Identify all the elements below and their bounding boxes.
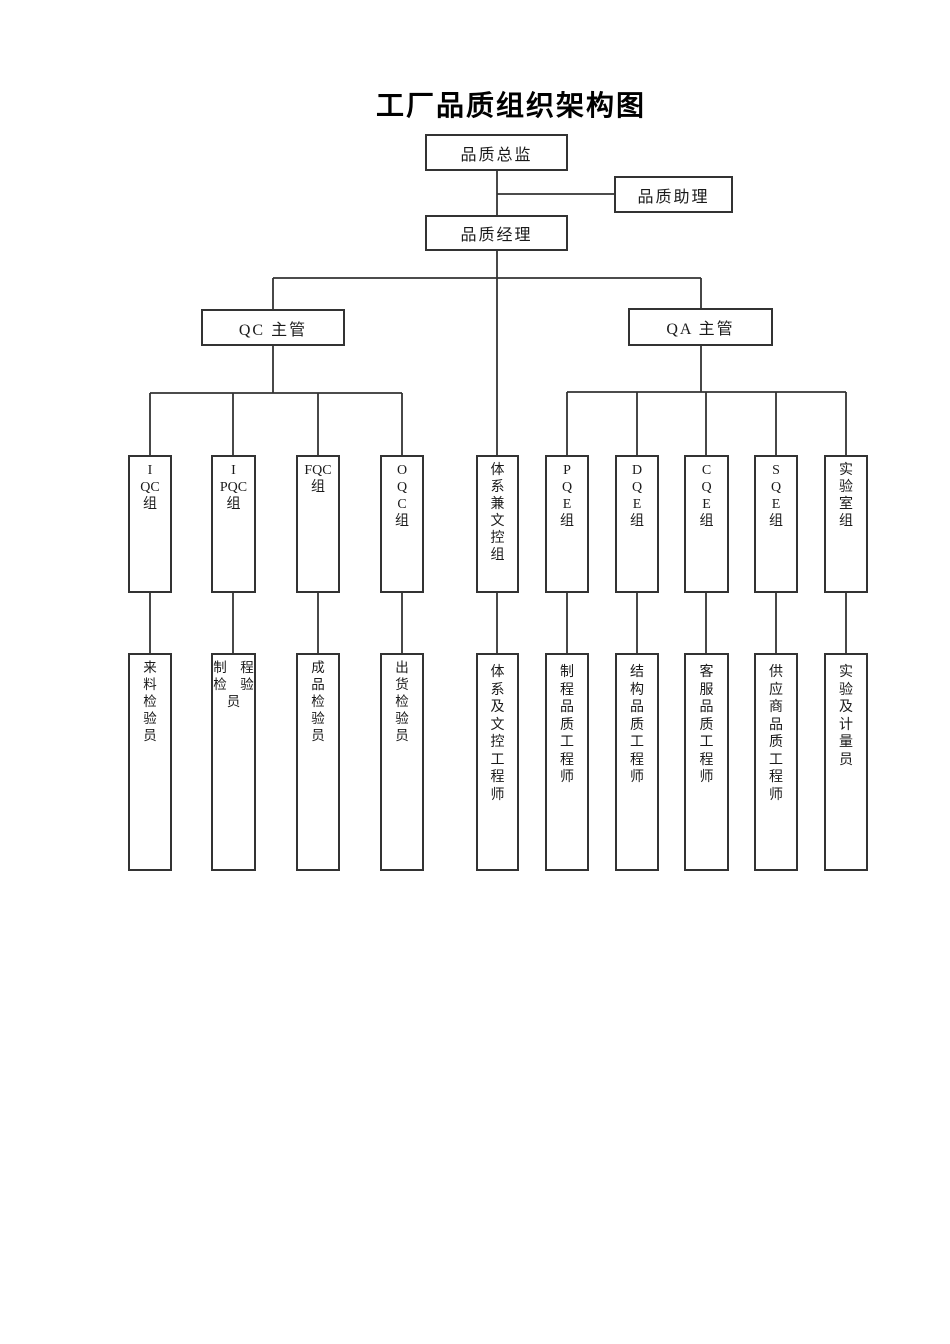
node-sqe-group: S Q E 组: [754, 455, 798, 593]
node-dqe-member: 结 构 品 质 工 程 师: [615, 653, 659, 871]
node-cqe-group: C Q E 组: [684, 455, 729, 593]
node-system-doc-control-group: 体 系 兼 文 控 组: [476, 455, 519, 593]
node-fqc-group: FQC 组: [296, 455, 340, 593]
node-iqc-member: 来 料 检 验 员: [128, 653, 172, 871]
node-quality-manager: 品质经理: [425, 215, 568, 251]
node-qa-supervisor: QA 主管: [628, 308, 773, 346]
node-quality-director: 品质总监: [425, 134, 568, 171]
node-oqc-member: 出 货 检 验 员: [380, 653, 424, 871]
chart-title: 工厂品质组织架构图: [375, 89, 646, 122]
node-lab-member: 实 验 及 计 量 员: [824, 653, 868, 871]
node-qc-supervisor: QC 主管: [201, 309, 345, 346]
node-dqe-group: D Q E 组: [615, 455, 659, 593]
node-pqe-member: 制 程 品 质 工 程 师: [545, 653, 589, 871]
node-ipqc-group: I PQC 组: [211, 455, 256, 593]
node-sqe-member: 供 应 商 品 质 工 程 师: [754, 653, 798, 871]
node-oqc-group: O Q C 组: [380, 455, 424, 593]
node-ipqc-member: 制 程 检 验 员: [211, 653, 256, 871]
node-quality-assistant: 品质助理: [614, 176, 733, 213]
node-system-doc-control-member: 体 系 及 文 控 工 程 师: [476, 653, 519, 871]
node-lab-group: 实 验 室 组: [824, 455, 868, 593]
node-iqc-group: I QC 组: [128, 455, 172, 593]
node-fqc-member: 成 品 检 验 员: [296, 653, 340, 871]
node-cqe-member: 客 服 品 质 工 程 师: [684, 653, 729, 871]
node-pqe-group: P Q E 组: [545, 455, 589, 593]
